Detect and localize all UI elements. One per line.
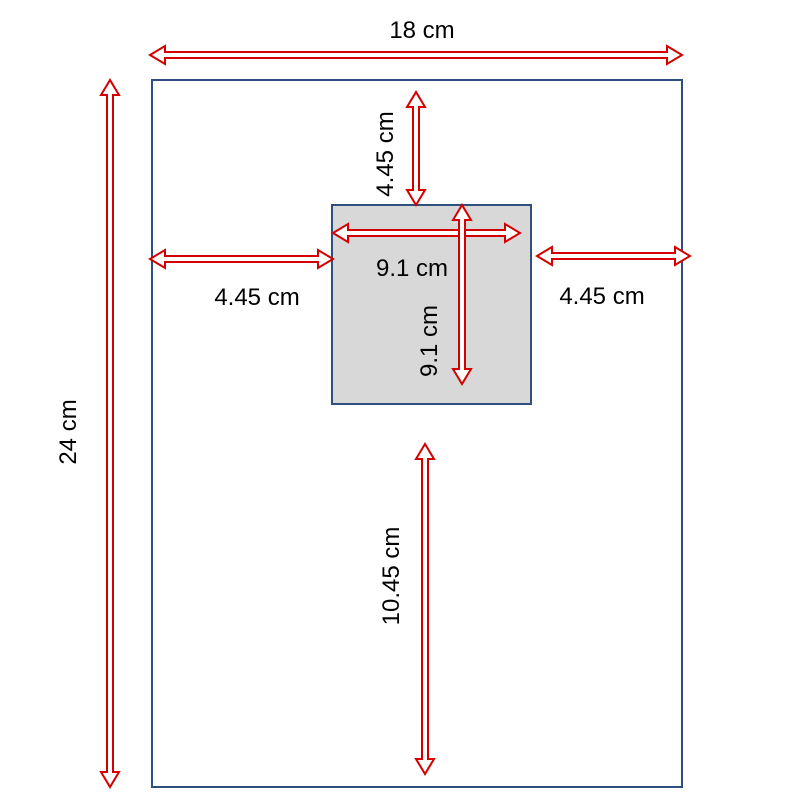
double-arrow-shape xyxy=(148,44,684,66)
label-outer-height: 24 cm xyxy=(55,399,82,464)
arrow-right-gap xyxy=(535,245,692,267)
label-inner-height: 9.1 cm xyxy=(416,305,443,377)
arrow-left-gap xyxy=(148,248,335,270)
arrow-inner-width xyxy=(331,222,522,244)
label-right-gap: 4.45 cm xyxy=(559,283,644,310)
double-arrow-shape xyxy=(405,90,427,207)
double-arrow-shape xyxy=(331,222,522,244)
double-arrow-shape xyxy=(99,78,121,789)
arrow-bottom-gap xyxy=(414,442,436,776)
label-top-gap: 4.45 cm xyxy=(372,111,399,196)
double-arrow-shape xyxy=(414,442,436,776)
arrow-outer-width xyxy=(148,44,684,66)
double-arrow-shape xyxy=(148,248,335,270)
label-outer-width: 18 cm xyxy=(389,17,454,44)
arrow-top-gap xyxy=(405,90,427,207)
inner-square xyxy=(331,204,532,405)
label-bottom-gap: 10.45 cm xyxy=(378,527,405,626)
label-inner-width: 9.1 cm xyxy=(376,255,448,282)
label-left-gap: 4.45 cm xyxy=(214,284,299,311)
double-arrow-shape xyxy=(451,203,473,386)
double-arrow-shape xyxy=(535,245,692,267)
arrow-inner-height xyxy=(451,203,473,386)
arrow-outer-height xyxy=(99,78,121,789)
